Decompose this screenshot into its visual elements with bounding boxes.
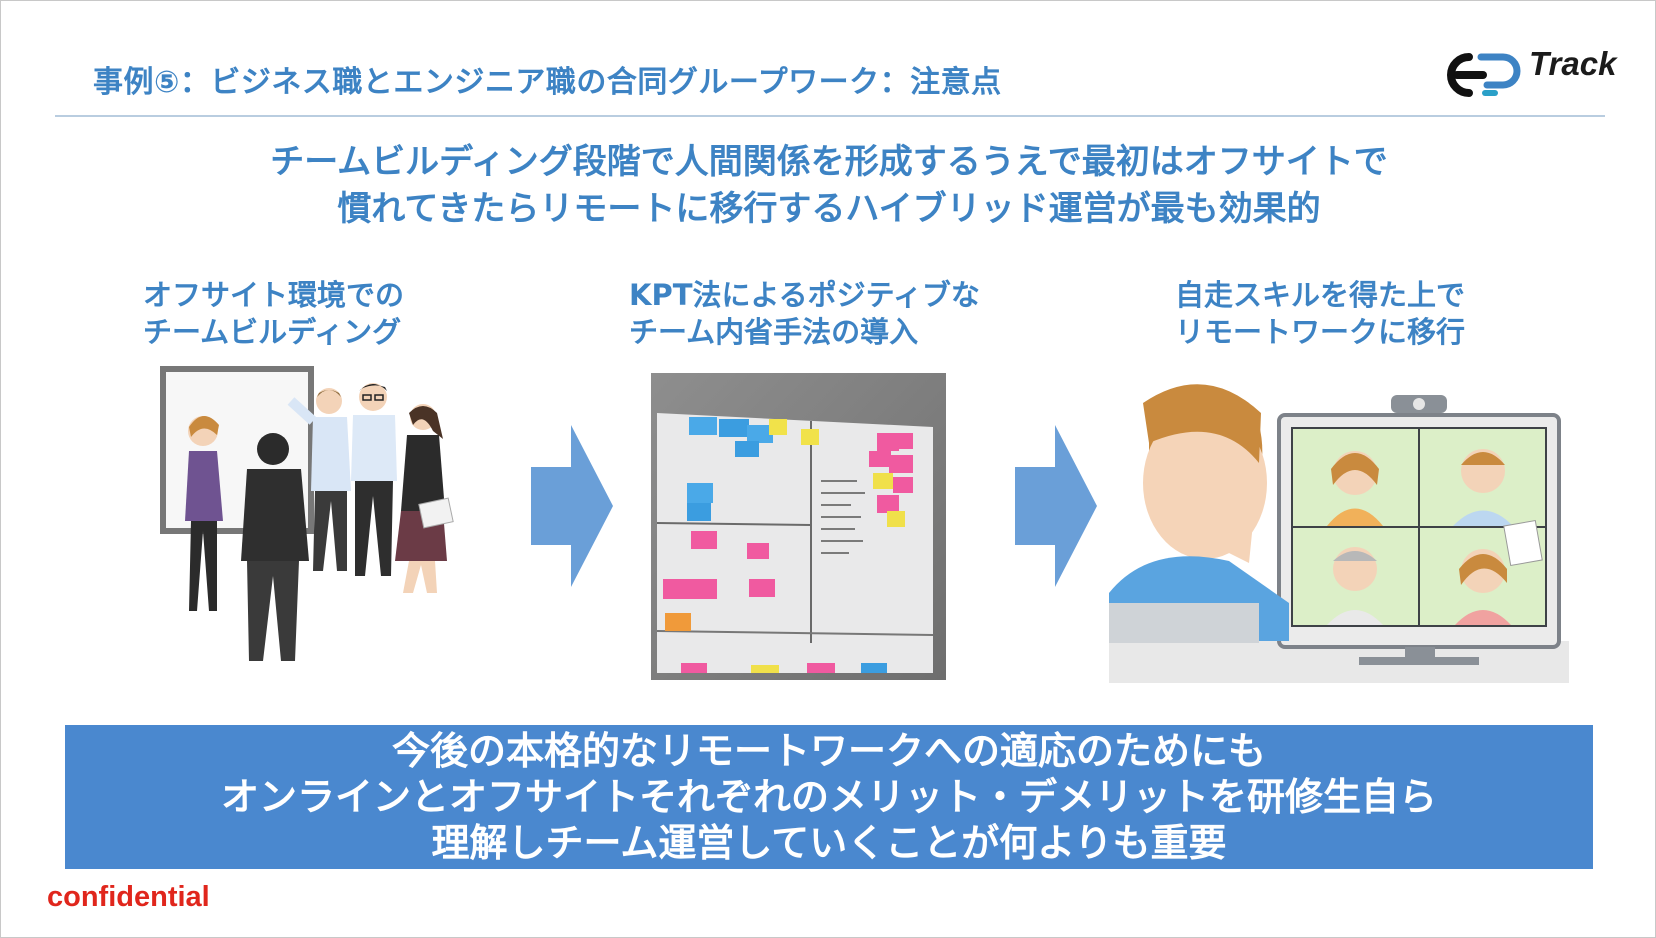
logo-mark-icon: [1447, 53, 1521, 97]
step-2-line-2: チーム内省手法の導入: [629, 315, 919, 349]
step-1-label: オフサイト環境での チームビルディング: [143, 277, 404, 351]
headline: チームビルディング段階で人間関係を形成するうえで最初はオフサイトで 慣れてきたら…: [1, 139, 1656, 233]
video-conference-illustration: [1109, 384, 1569, 683]
whiteboard-photo: [651, 373, 946, 680]
step-3-line-1: 自走スキルを得た上で: [1175, 278, 1466, 312]
conclusion-banner: 今後の本格的なリモートワークへの適応のためにも オンラインとオフサイトそれぞれの…: [65, 725, 1593, 869]
slide-title: 事例⑤：ビジネス職とエンジニア職の合同グループワーク：注意点: [93, 65, 1002, 100]
banner-line-1: 今後の本格的なリモートワークへの適応のためにも: [391, 729, 1266, 773]
banner-line-2: オンラインとオフサイトそれぞれのメリット・デメリットを研修生自ら: [220, 775, 1437, 819]
step-1-line-1: オフサイト環境での: [143, 278, 405, 312]
step-1-line-2: チームビルディング: [143, 315, 402, 349]
people-at-whiteboard-illustration: [160, 366, 454, 661]
step-3-line-2: リモートワークに移行: [1175, 315, 1466, 349]
arrow-right-icon-2: [1015, 425, 1097, 587]
step-2-label: KPT法によるポジティブな チーム内省手法の導入: [629, 277, 980, 351]
step-2-line-1: KPT法によるポジティブな: [629, 278, 980, 312]
track-logo: [1447, 53, 1521, 97]
confidential-label: confidential: [47, 881, 210, 913]
arrow-right-icon-1: [531, 425, 613, 587]
logo-text: Track: [1529, 45, 1617, 82]
step-3-label: 自走スキルを得た上で リモートワークに移行: [1175, 277, 1465, 351]
headline-line-1: チームビルディング段階で人間関係を形成するうえで最初はオフサイトで: [270, 142, 1388, 182]
title-divider: [55, 115, 1605, 117]
headline-line-2: 慣れてきたらリモートに移行するハイブリッド運営が最も効果的: [337, 189, 1321, 229]
banner-line-3: 理解しチーム運営していくことが何よりも重要: [431, 821, 1227, 865]
